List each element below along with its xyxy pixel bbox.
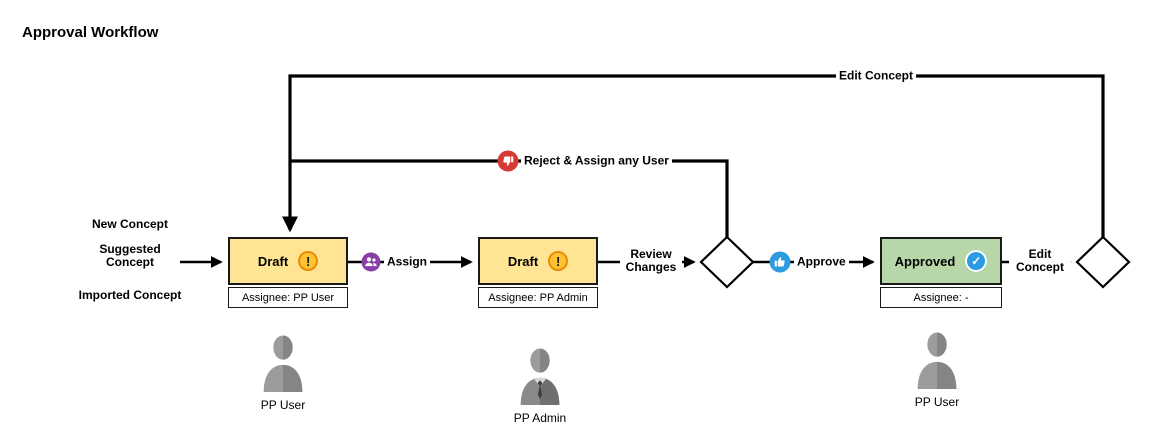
- input-label-suggested-concept: Suggested Concept: [99, 242, 161, 269]
- state-label: Approved: [894, 253, 956, 269]
- actor-pp-admin: PP Admin: [500, 347, 580, 425]
- thumbs-down-icon: [497, 150, 519, 172]
- edge-label-edit-concept-right: Edit Concept: [1009, 247, 1071, 275]
- person-icon: [917, 332, 957, 389]
- state-label: Draft: [507, 253, 539, 269]
- assignee-bar: Assignee: PP User: [228, 287, 348, 308]
- state-node-draft-2: Draft !: [478, 237, 598, 285]
- decision-diamond-edit: [1075, 235, 1131, 289]
- assignee-bar: Assignee: PP Admin: [478, 287, 598, 308]
- state-node-draft-1: Draft !: [228, 237, 348, 285]
- decision-diamond-review: [699, 235, 755, 289]
- edge-label-reject-assign: Reject & Assign any User: [521, 153, 672, 169]
- edge-label-review-changes: Review Changes: [620, 247, 682, 275]
- actor-label: PP User: [914, 395, 960, 409]
- edge-label-edit-concept-top: Edit Concept: [836, 68, 916, 84]
- edge-label-assign: Assign: [384, 254, 431, 270]
- check-icon: ✓: [965, 250, 988, 272]
- person-tie-icon: [520, 348, 560, 405]
- input-label-imported-concept: Imported Concept: [78, 288, 182, 302]
- input-label-new-concept: New Concept: [91, 217, 168, 231]
- thumbs-up-icon: [769, 251, 791, 273]
- actor-label: PP Admin: [513, 411, 567, 425]
- actor-label: PP User: [260, 398, 306, 412]
- assign-users-icon: [361, 252, 381, 272]
- warning-icon: !: [298, 251, 319, 271]
- warning-icon: !: [548, 251, 569, 271]
- actor-pp-user-2: PP User: [897, 331, 977, 409]
- state-label: Draft: [257, 253, 289, 269]
- assignee-bar: Assignee: -: [880, 287, 1002, 308]
- person-icon: [263, 335, 303, 392]
- edge-edit-concept-loop: [282, 74, 1105, 237]
- diagram-title: Approval Workflow: [22, 24, 159, 41]
- state-node-approved: Approved ✓: [880, 237, 1002, 285]
- edge-label-approve: Approve: [794, 254, 849, 270]
- edge-reject-loop: [291, 159, 729, 237]
- actor-pp-user-1: PP User: [243, 334, 323, 412]
